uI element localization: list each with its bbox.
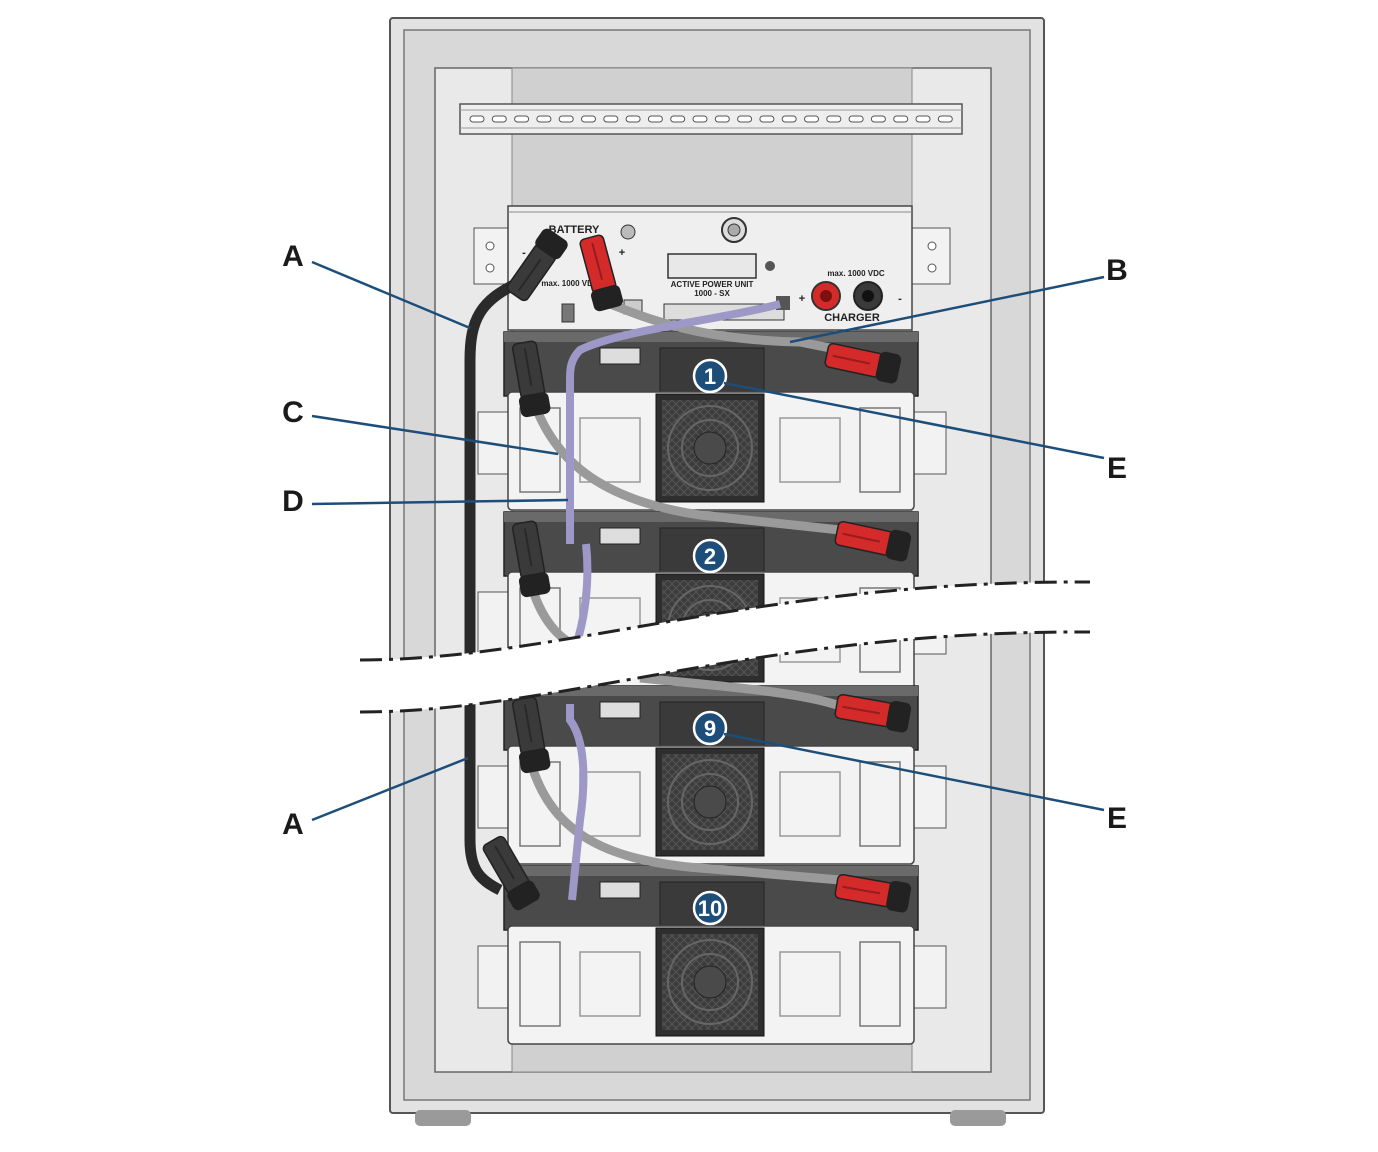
- callout-a-bottom: A: [282, 808, 304, 841]
- power-cable-b: [598, 295, 841, 355]
- module-badge-2: 2: [692, 538, 728, 574]
- module-badge-1: 1: [692, 358, 728, 394]
- leader-e-bottom: [723, 732, 1105, 812]
- callout-b: B: [1106, 254, 1128, 287]
- charger-max-voltage: max. 1000 VDC: [827, 269, 885, 278]
- module-9-minus-connector: [511, 696, 551, 774]
- module-badges: 1 2 9 10: [692, 358, 728, 926]
- charger-label: CHARGER: [824, 312, 880, 324]
- module-number-label: 9: [704, 716, 716, 741]
- module-2-plus-connector: [834, 520, 912, 562]
- comm-cable-d: [566, 300, 782, 544]
- active-power-unit: BATTERY max. 1000 VDC CHARGER max. 1000 …: [473, 205, 951, 331]
- leader-e-top: [723, 381, 1105, 460]
- battery-minus-sign: -: [522, 247, 526, 259]
- unit-model: 1000 - SX: [694, 289, 730, 298]
- module-number-label: 1: [704, 364, 716, 389]
- module-10-minus-connector: [482, 835, 540, 911]
- module-10-plus-connector: [834, 873, 912, 913]
- power-cable-c: [525, 388, 841, 535]
- callout-labels: A B C D E E A: [282, 240, 1128, 841]
- leader-a-bottom: [311, 756, 469, 822]
- power-cable-9-10: [525, 758, 841, 885]
- leader-b: [789, 275, 1105, 344]
- callout-e-top: E: [1107, 452, 1127, 485]
- unit-title: ACTIVE POWER UNIT: [671, 280, 754, 289]
- leader-lines: [311, 260, 1105, 822]
- battery-minus-connector: [506, 228, 568, 302]
- leader-c: [311, 414, 559, 456]
- main-cable-a: [464, 276, 523, 895]
- charger-minus-sign: -: [898, 293, 902, 305]
- connectors: [482, 228, 912, 913]
- module-badge-9: 9: [692, 710, 728, 746]
- callout-c: C: [282, 396, 304, 429]
- battery-max-voltage: max. 1000 VDC: [541, 279, 599, 288]
- leader-a-top: [311, 260, 471, 330]
- module-1-minus-connector: [511, 340, 551, 418]
- callout-d: D: [282, 485, 304, 518]
- module-2-minus-connector: [511, 520, 551, 598]
- battery-plus-connector: [579, 234, 623, 312]
- break-cut: [359, 580, 1091, 714]
- battery-label: BATTERY: [549, 224, 600, 236]
- module-number-label: 2: [704, 544, 716, 569]
- callout-e-bottom: E: [1107, 802, 1127, 835]
- callout-a-top: A: [282, 240, 304, 273]
- battery-plus-sign: +: [619, 247, 625, 259]
- module-9-plus-connector: [834, 693, 912, 733]
- din-rail: [459, 103, 963, 135]
- comm-cable-9-10: [566, 704, 588, 901]
- charger-plus-sign: +: [799, 293, 805, 305]
- cables: [464, 276, 842, 901]
- power-cable-9-in: [639, 673, 842, 711]
- module-badge-10: 10: [692, 890, 728, 926]
- module-number-label: 10: [698, 896, 722, 921]
- module-1-plus-connector: [824, 342, 902, 384]
- leader-d: [311, 498, 569, 506]
